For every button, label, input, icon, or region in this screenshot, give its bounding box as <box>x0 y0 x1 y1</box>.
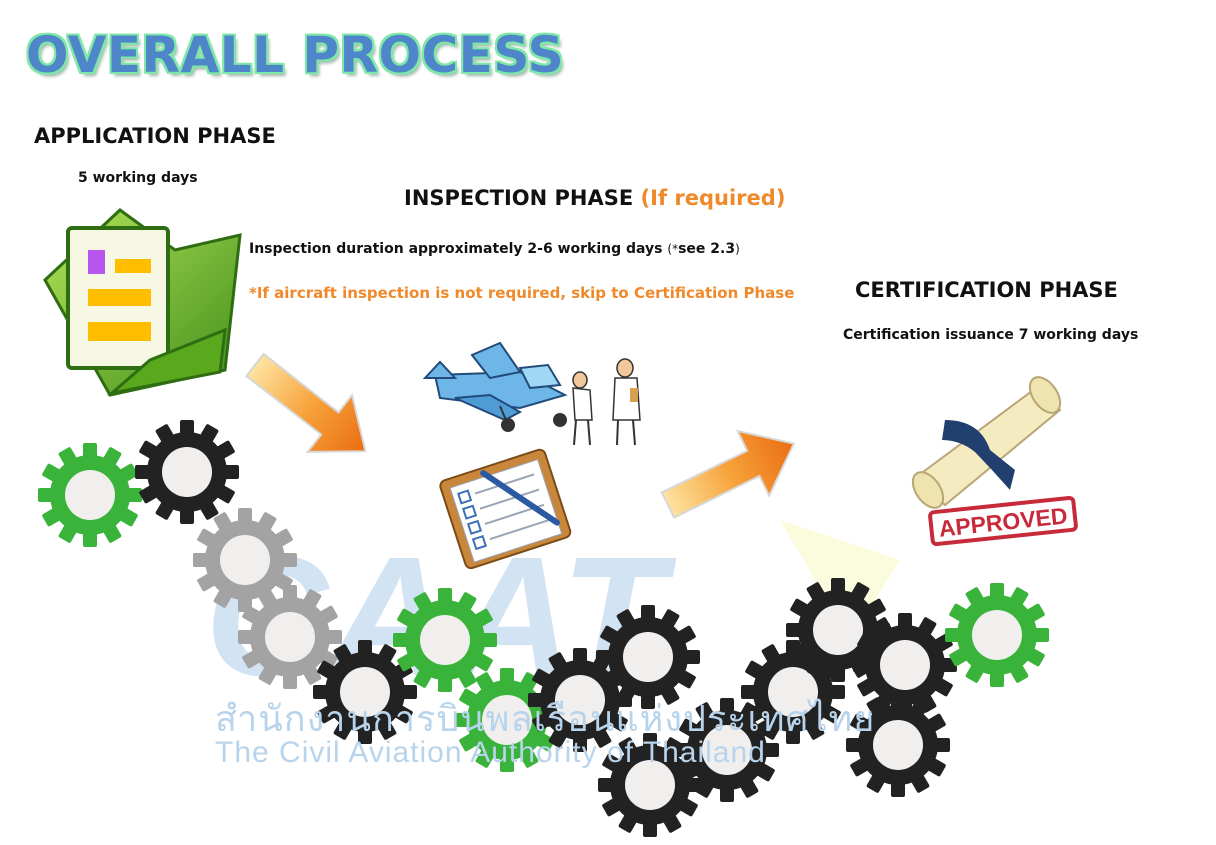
gear-icon <box>945 583 1049 687</box>
folder-document-icon <box>43 208 242 397</box>
gear-icon <box>135 420 239 524</box>
airplane-inspection-icon <box>422 341 641 446</box>
clipboard-checklist-icon <box>439 448 572 570</box>
approved-stamp-icon: APPROVED <box>928 495 1078 547</box>
inspection-phase-title-main: INSPECTION PHASE <box>404 186 634 210</box>
arrow-icon <box>660 429 796 519</box>
watermark-name-en: The Civil Aviation Authority of Thailand <box>215 736 766 769</box>
inspection-note-suffix: ) <box>735 242 740 256</box>
arrow-icon <box>244 352 367 453</box>
watermark-name-th: สำนักงานการบินพลเรือนแห่งประเทศไทย <box>215 699 876 740</box>
page-title: OVERALL PROCESS <box>26 26 565 84</box>
gear-icon <box>38 443 142 547</box>
inspection-note-ref: see 2.3 <box>678 241 736 257</box>
inspection-phase-duration: Inspection duration approximately 2-6 wo… <box>249 241 740 257</box>
inspection-phase-title-suffix: (If required) <box>640 186 786 210</box>
certification-phase-title: CERTIFICATION PHASE <box>855 278 1118 302</box>
certificate-scroll-icon <box>911 376 1062 509</box>
application-phase-duration: 5 working days <box>78 170 198 186</box>
inspection-skip-note: *If aircraft inspection is not required,… <box>249 284 795 302</box>
inspection-duration-text: Inspection duration approximately 2-6 wo… <box>249 241 663 257</box>
inspection-duration-note: (*see 2.3) <box>667 241 740 257</box>
application-phase-title: APPLICATION PHASE <box>34 124 276 148</box>
inspection-phase-title: INSPECTION PHASE (If required) <box>404 186 785 210</box>
certification-phase-duration: Certification issuance 7 working days <box>843 327 1139 343</box>
inspection-note-prefix: (* <box>667 242 679 256</box>
